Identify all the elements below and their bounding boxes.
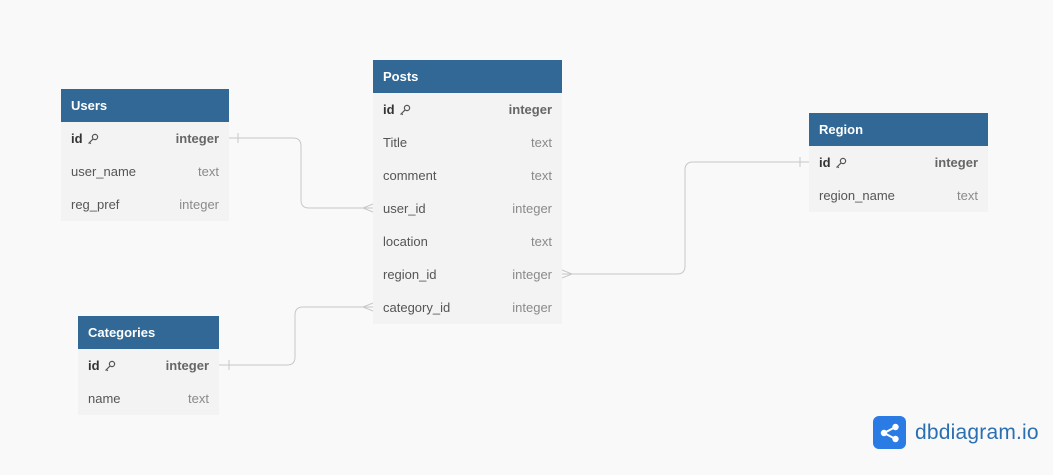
field-name: name [88,391,121,406]
field-row[interactable]: category_id integer [373,291,562,324]
rel-categories-many-marker [361,302,374,312]
field-row[interactable]: id integer [809,146,988,179]
field-row[interactable]: user_name text [61,155,229,188]
table-region-header[interactable]: Region [809,113,988,146]
field-type: text [531,135,552,150]
field-type: text [198,164,219,179]
field-type: integer [175,131,219,146]
table-users[interactable]: Users id integer user_name text reg_pref… [61,89,229,221]
field-type: integer [179,197,219,212]
field-row[interactable]: id integer [373,93,562,126]
field-type: integer [934,155,978,170]
field-name: region_name [819,188,895,203]
field-name: id [71,131,83,146]
key-icon [104,360,115,371]
field-type: text [957,188,978,203]
share-icon [873,416,906,449]
table-categories[interactable]: Categories id integer name text [78,316,219,415]
field-row[interactable]: location text [373,225,562,258]
table-categories-header[interactable]: Categories [78,316,219,349]
field-row[interactable]: comment text [373,159,562,192]
field-type: text [531,234,552,249]
dbdiagram-brand[interactable]: dbdiagram.io [873,416,1039,449]
field-type: integer [165,358,209,373]
field-type: integer [508,102,552,117]
field-name: Title [383,135,408,150]
table-posts-header[interactable]: Posts [373,60,562,93]
field-row[interactable]: region_name text [809,179,988,212]
table-region[interactable]: Region id integer region_name text [809,113,988,212]
field-name: id [819,155,831,170]
field-name: reg_pref [71,197,120,212]
field-name: region_id [383,267,437,282]
field-name: category_id [383,300,451,315]
field-row[interactable]: user_id integer [373,192,562,225]
table-posts[interactable]: Posts id integer Title text comment text… [373,60,562,324]
brand-name: dbdiagram.io [915,420,1039,444]
rel-region-many-marker [561,269,574,279]
field-name: comment [383,168,437,183]
field-row[interactable]: name text [78,382,219,415]
rel-users-posts[interactable] [229,137,373,209]
field-row[interactable]: Title text [373,126,562,159]
field-row[interactable]: region_id integer [373,258,562,291]
field-type: integer [512,300,552,315]
field-row[interactable]: id integer [61,122,229,155]
key-icon [87,133,98,144]
field-type: text [188,391,209,406]
field-name: user_id [383,201,426,216]
key-icon [399,104,410,115]
field-row[interactable]: id integer [78,349,219,382]
field-type: text [531,168,552,183]
field-name: location [383,234,428,249]
field-name: id [88,358,100,373]
field-name: id [383,102,395,117]
field-name: user_name [71,164,137,179]
table-users-header[interactable]: Users [61,89,229,122]
rel-region-posts[interactable] [562,161,809,275]
key-icon [835,157,846,168]
field-type: integer [512,201,552,216]
rel-categories-posts[interactable] [219,306,373,366]
field-row[interactable]: reg_pref integer [61,188,229,221]
field-type: integer [512,267,552,282]
rel-users-many-marker [361,203,374,213]
